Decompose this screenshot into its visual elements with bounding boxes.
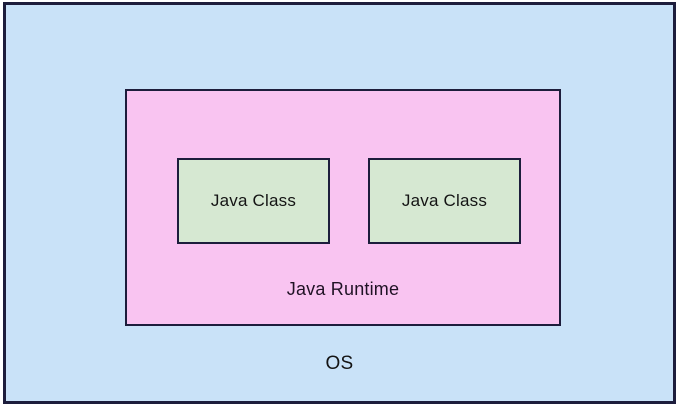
java-class-box-1: Java Class [177,158,330,244]
java-runtime-box: Java Class Java Class Java Runtime [125,89,561,326]
os-label: OS [325,353,354,374]
java-runtime-label: Java Runtime [286,279,400,299]
java-class-label-1: Java Class [210,191,297,210]
os-box: Java Class Java Class Java Runtime OS [3,2,676,404]
java-class-label-2: Java Class [401,191,488,210]
java-class-box-2: Java Class [368,158,521,244]
